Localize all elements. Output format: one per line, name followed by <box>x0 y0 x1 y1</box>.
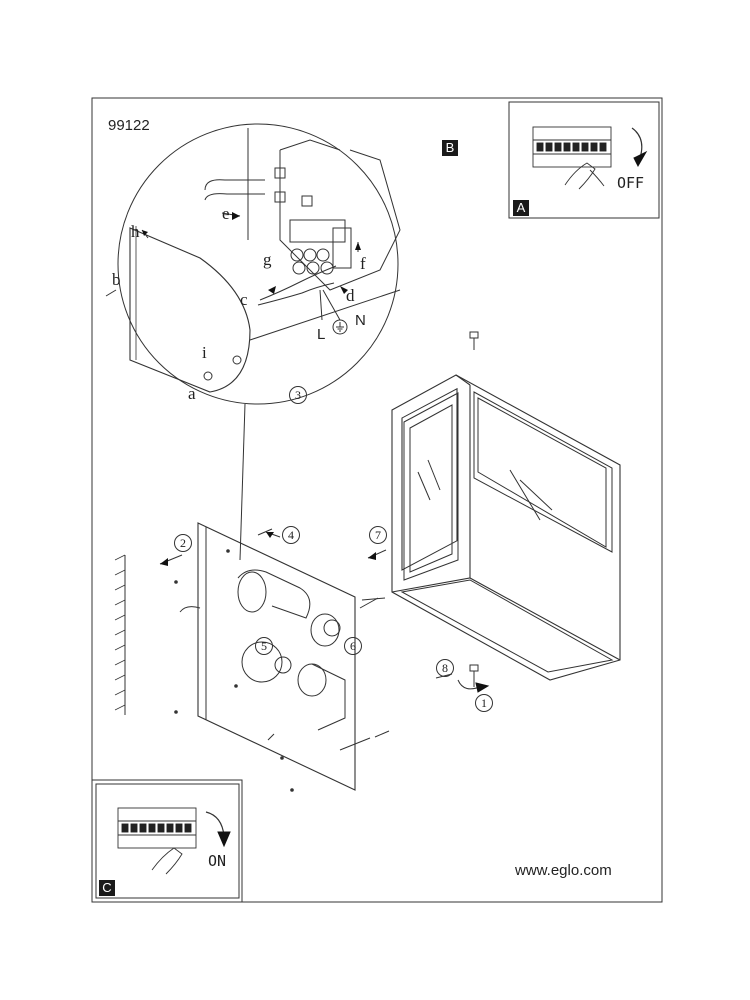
top-screw <box>469 331 479 350</box>
step-6-marker: 6 <box>344 637 362 655</box>
panel-a-box <box>508 101 660 219</box>
step-5-marker: 5 <box>255 637 273 655</box>
website: www.eglo.com <box>515 862 612 879</box>
detail-letter-i: i <box>202 343 207 362</box>
junction-box <box>274 139 401 291</box>
lower-cylinder <box>241 641 346 731</box>
mounting-plate-detail <box>129 227 251 393</box>
housing-window-front <box>473 391 613 553</box>
detail-letter-g: g <box>263 250 272 269</box>
detail-letter-a: a <box>188 384 196 403</box>
detail-letter-l: L <box>317 326 326 343</box>
off-arrow <box>631 127 643 159</box>
upper-cylinder <box>237 569 340 647</box>
bottom-screw <box>469 664 479 687</box>
breaker-panel-on <box>117 807 197 875</box>
terminal-block <box>289 219 352 275</box>
bulb-holder-5 <box>274 656 292 674</box>
detail-letter-d: d <box>346 286 355 305</box>
step-8-marker: 8 <box>436 659 454 677</box>
step-4-marker: 4 <box>282 526 300 544</box>
detail-letter-f: f <box>360 254 366 273</box>
breaker-panel-off <box>532 126 612 190</box>
supply-cable <box>204 179 265 201</box>
housing-window-left <box>403 392 459 581</box>
panel-c-letter: C <box>99 880 115 896</box>
step-2-marker: 2 <box>174 534 192 552</box>
panel-c-box <box>95 783 240 899</box>
outer-frame <box>91 97 663 903</box>
panel-a-letter: A <box>513 200 529 216</box>
arrowheads <box>142 212 376 566</box>
plate-cable <box>179 606 201 613</box>
housing-bottom-glass <box>400 579 614 673</box>
detail-leader <box>239 403 246 561</box>
detail-letter-e: e <box>222 204 230 223</box>
detail-letter-n: N <box>355 312 366 329</box>
plate-screw-upper <box>257 528 390 741</box>
on-label: ON <box>208 852 227 870</box>
main-frame <box>92 779 243 902</box>
panel-b-letter: B <box>442 140 458 156</box>
lamp-housing <box>391 374 621 681</box>
detail-letter-h: h <box>131 222 140 241</box>
step-7-marker: 7 <box>369 526 387 544</box>
off-label: OFF <box>617 174 645 192</box>
product-number: 99122 <box>108 117 150 134</box>
wall-mounting-plate <box>197 522 356 791</box>
detail-circle <box>117 123 399 405</box>
detail-letter-b: b <box>112 270 121 289</box>
ground-symbol <box>332 319 348 335</box>
step-3-marker: 3 <box>289 386 307 404</box>
step-1-marker: 1 <box>475 694 493 712</box>
detail-letter-c: c <box>240 290 248 309</box>
bulb-holder-6 <box>323 619 341 637</box>
